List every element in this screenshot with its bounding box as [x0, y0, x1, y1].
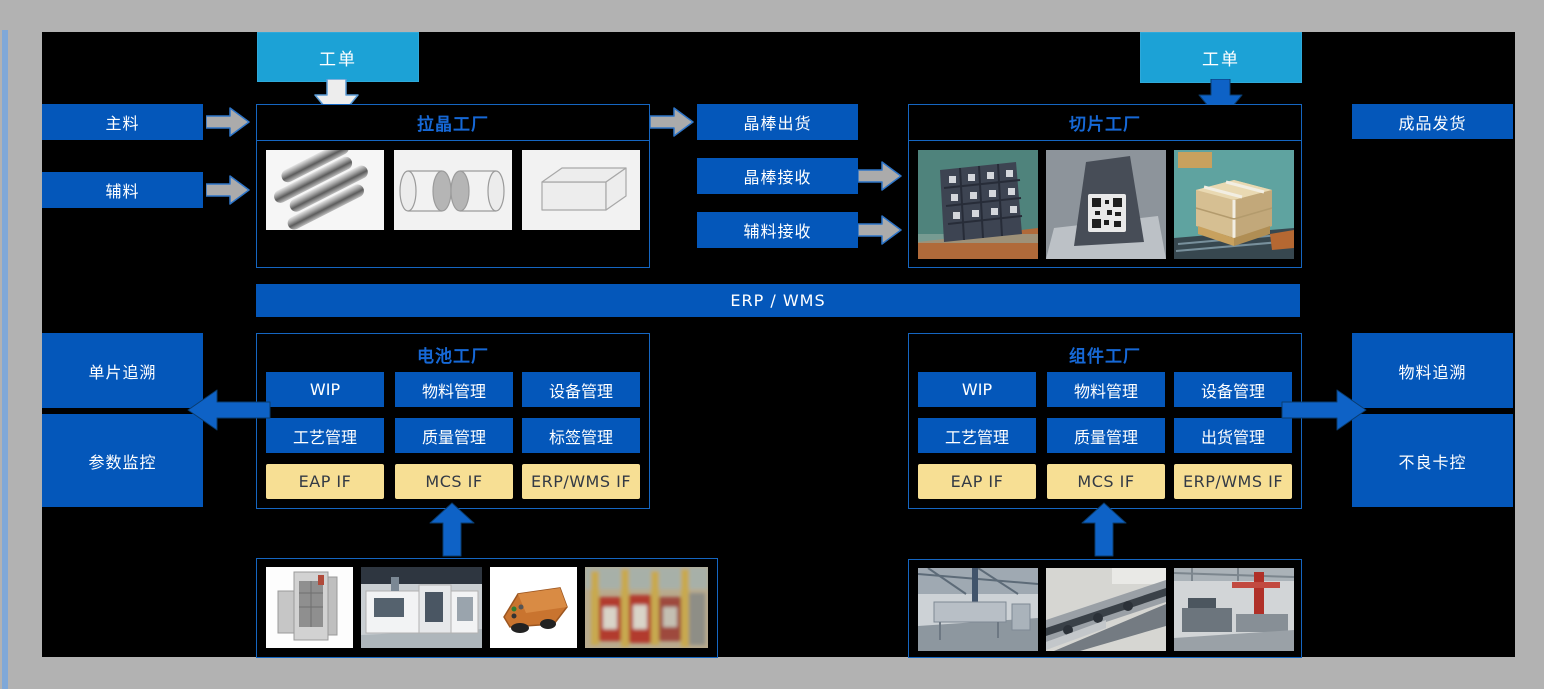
arrow-right-gray-icon	[205, 107, 251, 137]
material-trace-label: 物料追溯	[1398, 362, 1467, 382]
wafer-trace-box: 单片追溯	[42, 333, 203, 408]
material-trace-box: 物料追溯	[1352, 333, 1513, 408]
module-erpwms-if-cell: ERP/WMS IF	[1174, 464, 1292, 499]
arrow-right-gray-icon	[857, 161, 903, 191]
module-shipping-mgmt-cell: 出货管理	[1174, 418, 1292, 453]
module-equipment-mgmt-cell: 设备管理	[1174, 372, 1292, 407]
arrow-right-gray-icon	[649, 107, 695, 137]
ingot-ship-label: 晶棒出货	[743, 114, 812, 133]
material-racks-photo	[585, 567, 708, 648]
crane-workshop-photo	[1174, 568, 1294, 651]
workshop-interior-photo	[918, 568, 1038, 651]
ingot-ship-box: 晶棒出货	[697, 104, 858, 140]
slicing-factory-title: 切片工厂	[909, 105, 1301, 141]
module-process-mgmt-cell: 工艺管理	[918, 418, 1036, 453]
work-order-left-label: 工单	[319, 49, 357, 70]
battery-equipment-strip	[256, 558, 718, 658]
battery-wip-cell: WIP	[266, 372, 384, 407]
aux-receive-box: 辅料接收	[697, 212, 858, 248]
slicing-factory-box: 切片工厂	[908, 104, 1302, 268]
module-material-mgmt-cell: 物料管理	[1047, 372, 1165, 407]
ingot-cylinders-drawing	[394, 150, 512, 230]
furnace-equipment-photo	[266, 567, 353, 648]
arrow-right-gray-icon	[857, 215, 903, 245]
ingot-receive-box: 晶棒接收	[697, 158, 858, 194]
ingot-receive-label: 晶棒接收	[743, 168, 812, 187]
module-factory-box: 组件工厂 WIP 物料管理 设备管理 工艺管理 质量管理 出货管理 EAP IF…	[908, 333, 1302, 509]
crystal-factory-box: 拉晶工厂	[256, 104, 650, 268]
main-material-label: 主料	[105, 114, 140, 133]
module-eap-if-cell: EAP IF	[918, 464, 1036, 499]
carton-pallet-photo	[1174, 150, 1294, 259]
finished-goods-box: 成品发货	[1352, 104, 1513, 139]
module-factory-title: 组件工厂	[1069, 347, 1141, 367]
param-monitor-box: 参数监控	[42, 414, 203, 507]
arrow-left-blue-icon	[187, 387, 271, 433]
aux-receive-label: 辅料接收	[743, 222, 812, 241]
param-monitor-label: 参数监控	[88, 452, 157, 472]
finished-goods-label: 成品发货	[1398, 113, 1467, 133]
arrow-right-gray-icon	[205, 175, 251, 205]
arrow-up-blue-icon	[1081, 502, 1127, 557]
work-order-right-label: 工单	[1202, 50, 1240, 70]
defect-control-box: 不良卡控	[1352, 414, 1513, 507]
silicon-ingot-rods-photo	[266, 150, 384, 230]
battery-eap-if-cell: EAP IF	[266, 464, 384, 499]
silicon-bricks-photo	[918, 150, 1038, 259]
battery-process-mgmt-cell: 工艺管理	[266, 418, 384, 453]
battery-erpwms-if-cell: ERP/WMS IF	[522, 464, 640, 499]
conveyor-machine-photo	[1046, 568, 1166, 651]
battery-material-mgmt-cell: 物料管理	[395, 372, 513, 407]
battery-mcs-if-cell: MCS IF	[395, 464, 513, 499]
battery-quality-mgmt-cell: 质量管理	[395, 418, 513, 453]
work-order-left-box: 工单	[257, 32, 419, 82]
arrow-right-blue-icon	[1281, 387, 1367, 433]
battery-factory-title: 电池工厂	[417, 347, 489, 367]
module-mcs-if-cell: MCS IF	[1047, 464, 1165, 499]
erp-wms-label: ERP / WMS	[730, 291, 826, 310]
main-material-box: 主料	[42, 104, 203, 140]
module-wip-cell: WIP	[918, 372, 1036, 407]
aux-material-label: 辅料	[105, 182, 140, 201]
qr-code-block-photo	[1046, 150, 1166, 259]
battery-label-mgmt-cell: 标签管理	[522, 418, 640, 453]
crystal-factory-title: 拉晶工厂	[257, 105, 649, 141]
left-accent-strip	[2, 30, 8, 689]
defect-control-label: 不良卡控	[1398, 452, 1467, 472]
erp-wms-bar: ERP / WMS	[256, 284, 1300, 317]
battery-equipment-mgmt-cell: 设备管理	[522, 372, 640, 407]
module-quality-mgmt-cell: 质量管理	[1047, 418, 1165, 453]
work-order-right-box: 工单	[1140, 32, 1302, 83]
battery-factory-box: 电池工厂 WIP 物料管理 设备管理 工艺管理 质量管理 标签管理 EAP IF…	[256, 333, 650, 509]
module-equipment-strip	[908, 559, 1302, 658]
agv-vehicle-photo	[490, 567, 577, 648]
ingot-block-drawing	[522, 150, 640, 230]
arrow-up-blue-icon	[429, 502, 475, 557]
production-line-machine-photo	[361, 567, 482, 648]
wafer-trace-label: 单片追溯	[88, 362, 157, 382]
aux-material-box: 辅料	[42, 172, 203, 208]
